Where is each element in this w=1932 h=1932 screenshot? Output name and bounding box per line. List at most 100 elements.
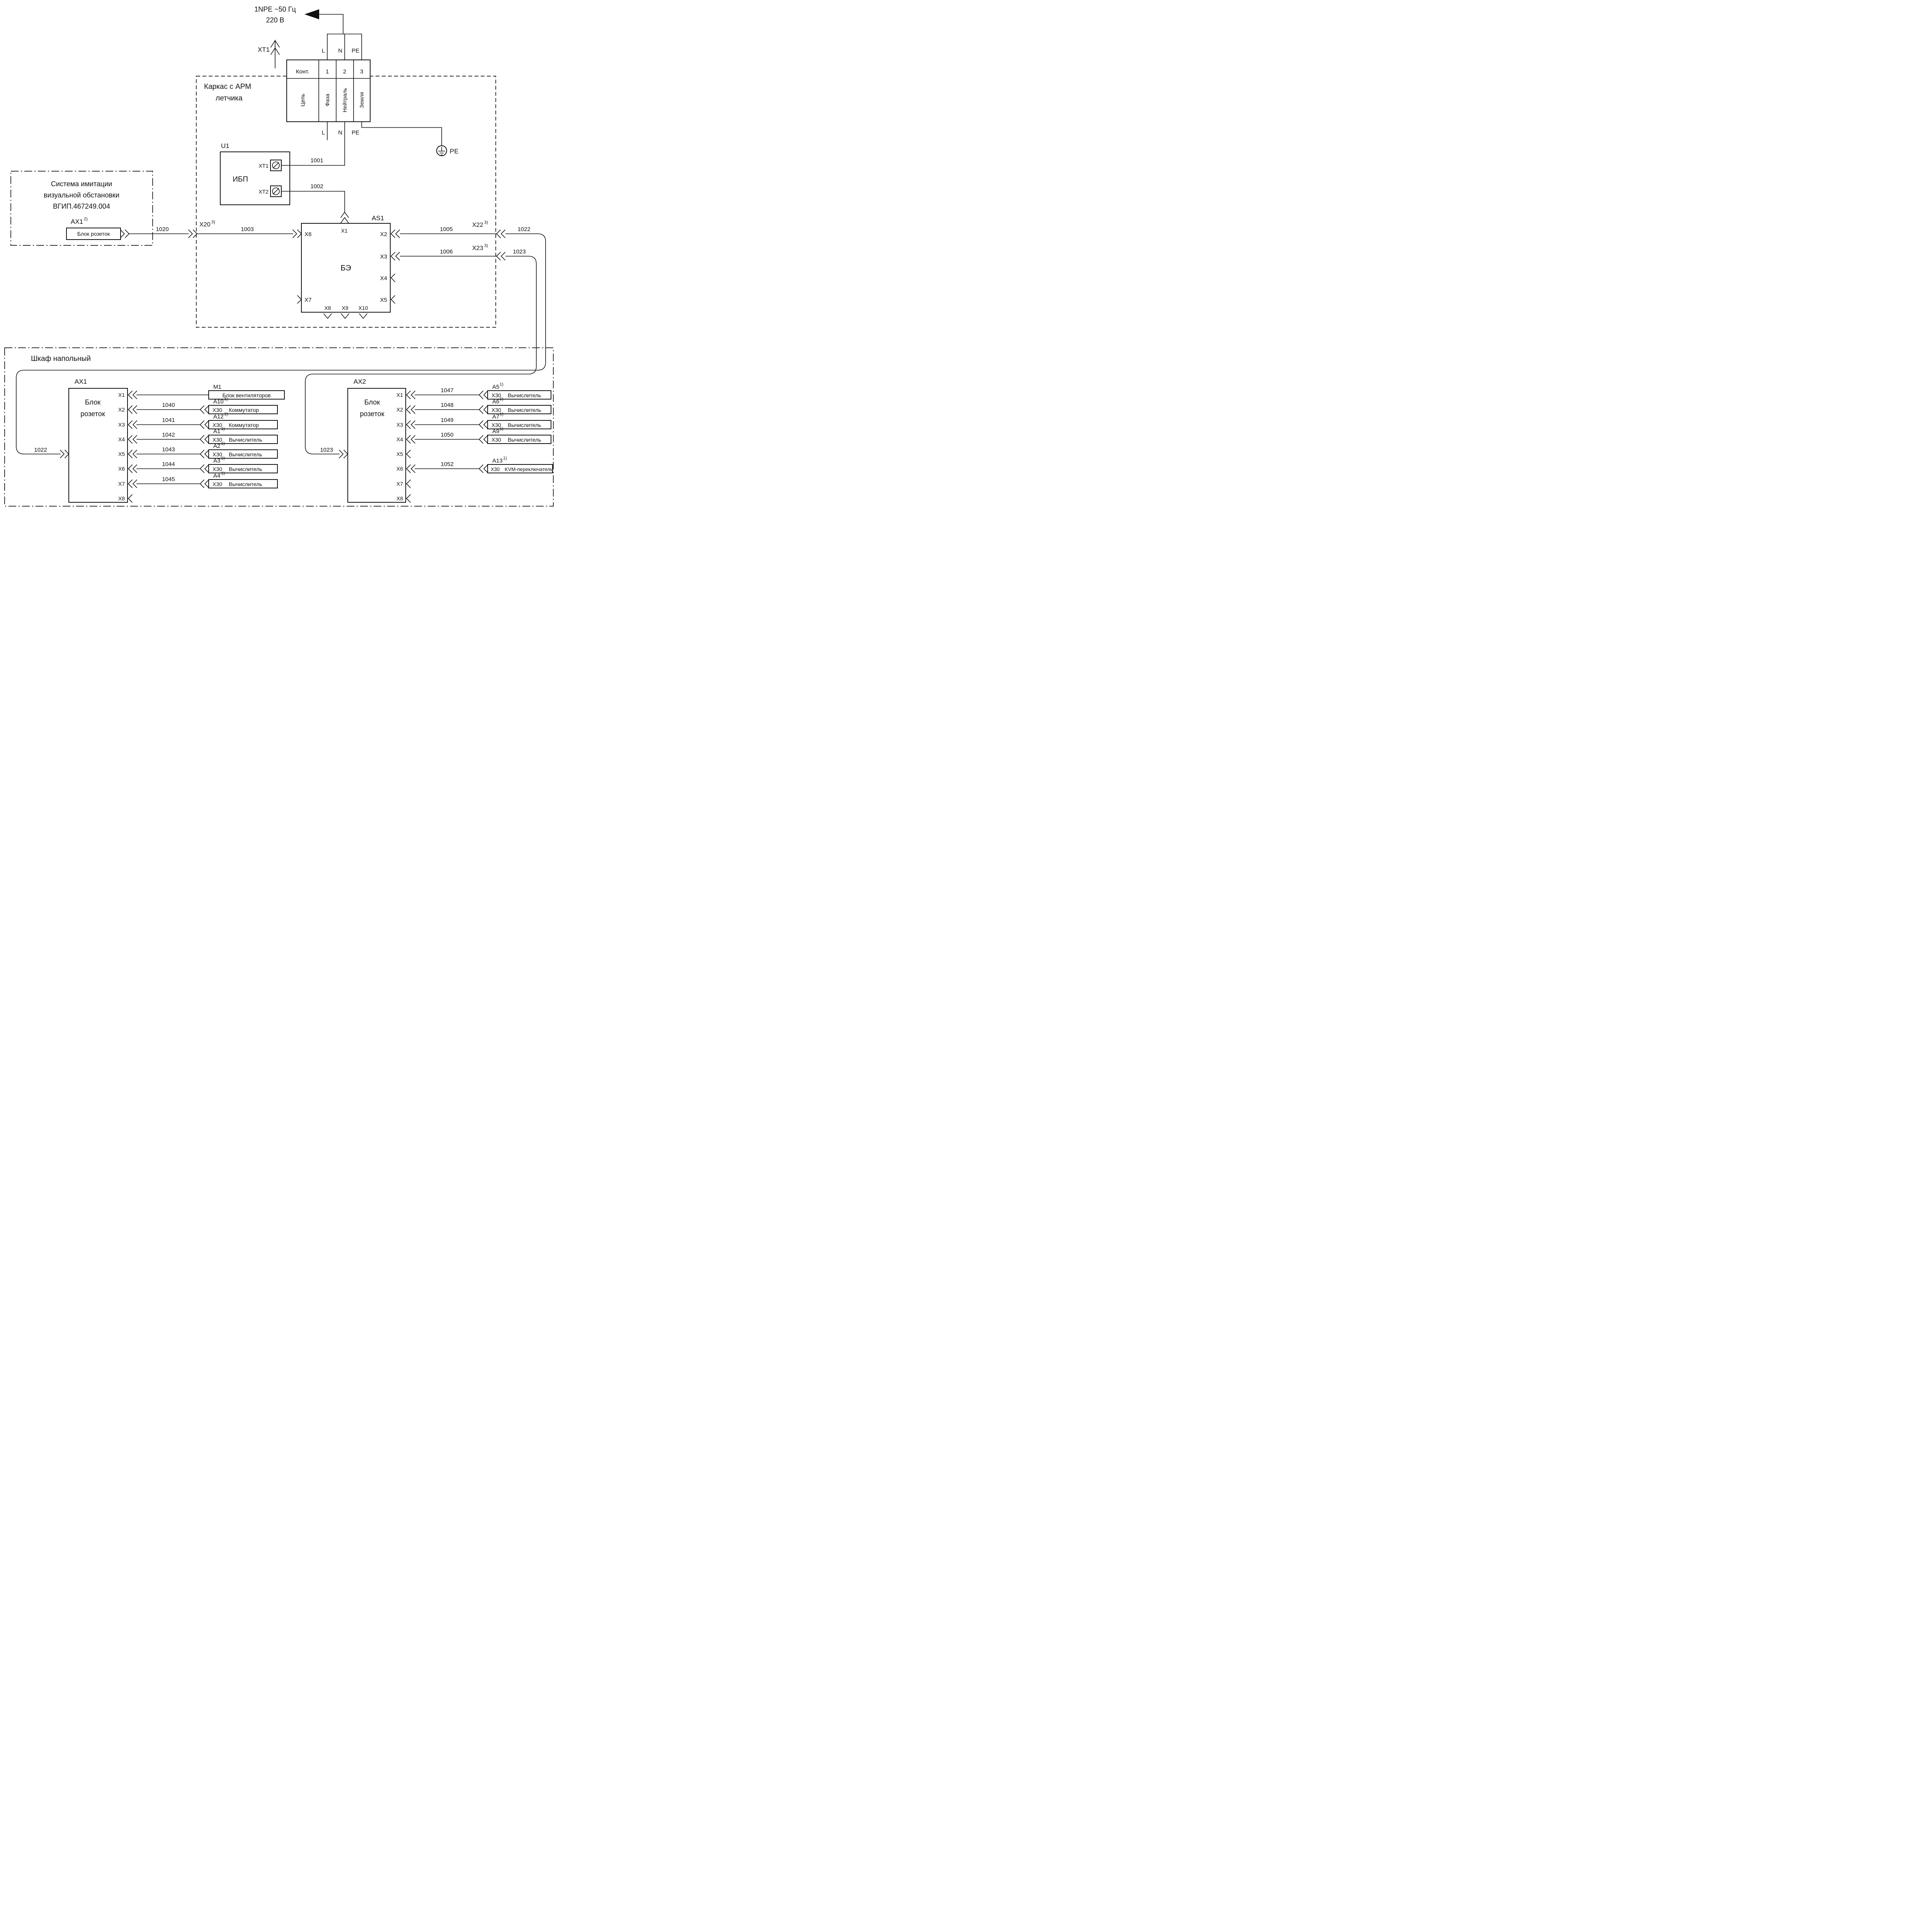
ax1-row3-wire-label: 1042 (162, 432, 175, 438)
ax2-row3-device-label: Вычислитель (508, 437, 541, 443)
ax1-row4-device-port: X30 (213, 451, 222, 457)
ax1-row3-device-label: Вычислитель (229, 437, 262, 443)
sim-ax1-ref: AX1 (71, 218, 83, 225)
ax1-row0-device-ref: M1 (213, 384, 221, 390)
be-port-x6-connector-icon (292, 229, 302, 238)
cabinet-title: Шкаф напольный (31, 355, 91, 363)
ups-unit: U1 ИБП XT1 XT2 1001 1002 (220, 121, 345, 212)
pin-label-l-top: L (322, 48, 325, 54)
ax2-row3-device-ref: A9 (492, 428, 499, 435)
cabinet-ax2-block: AX2 Блок розеток X1 X2 X3 X4 X5 X6 X7 X8… (320, 378, 416, 503)
ax1-port-x7-connector-icon (128, 479, 138, 488)
ax1-row5-device-connector-icon (199, 464, 209, 473)
ax1-port-x3-label: X3 (118, 422, 125, 428)
bulkhead-x23-connector-icon (496, 252, 506, 261)
be-port-x5-label: X5 (380, 297, 387, 303)
ax1-row2-device-label: Коммутатор (229, 422, 259, 428)
ax2-port-x1-connector-icon (406, 390, 416, 400)
wire-1022-line (16, 233, 546, 454)
power-rating-label: 1NPE ~50 Гц (254, 5, 296, 13)
be-port-x2-connector-icon (390, 229, 400, 238)
table-circuit-earth: Земля (359, 92, 365, 108)
be-port-x2-label: X2 (380, 231, 387, 238)
table-circuit-neutral: Нейтраль (342, 88, 348, 112)
ax1-row6-device-ref-sup: 1) (221, 471, 225, 476)
ax1-name-line1: Блок (85, 398, 100, 406)
bulkhead-x20-sup: 3) (211, 220, 215, 224)
ax2-row1-device-connector-icon (478, 405, 488, 414)
ax2-name-line1: Блок (364, 398, 380, 406)
ax2-row1-wire-label: 1048 (440, 402, 453, 408)
power-feed: 1NPE ~50 Гц 220 В L N PE (254, 5, 362, 60)
ax2-port-x1-label: X1 (396, 392, 403, 398)
ax2-port-x3-label: X3 (396, 422, 403, 428)
wire-1001-label: 1001 (310, 157, 323, 164)
ax2-name-line2: розеток (360, 410, 384, 418)
table-circuit-phase: Фаза (324, 94, 330, 107)
ax1-row1-device-label: Коммутатор (229, 407, 259, 413)
ax2-row2-device-box (487, 420, 551, 429)
ups-ref: U1 (221, 142, 230, 150)
bulkhead-x22-label: X22 (472, 222, 483, 228)
ax1-device-rows: M1 Блок вентиляторов 1040 A10 1) X30 Ком… (136, 384, 285, 488)
ground-icon (438, 147, 445, 155)
ax2-port-x7-connector-icon (406, 479, 411, 488)
ax2-row4-device-label: KVM-переключатель (505, 466, 553, 472)
ax2-row4-wire-label: 1052 (440, 461, 453, 468)
ax2-row0-device-label: Вычислитель (508, 392, 541, 398)
ax2-row3-device-connector-icon (478, 435, 488, 444)
ax2-port-x2-connector-icon (406, 405, 416, 414)
ups-term1-contact-icon (272, 162, 280, 169)
ax2-row4-device-connector-icon (478, 464, 488, 473)
sim-title-line1: Система имитации (51, 180, 112, 188)
ax1-ref: AX1 (75, 378, 87, 385)
power-feed-lines (319, 14, 362, 60)
power-arrow-icon (304, 9, 319, 19)
ax2-port-x4-label: X4 (396, 436, 403, 442)
ax2-row2-device-connector-icon (478, 420, 488, 429)
ax1-row2-wire-label: 1041 (162, 417, 175, 423)
ax1-row4-device-box (208, 449, 278, 459)
be-port-x1-connector-icon (340, 211, 349, 224)
ax1-port-x2-connector-icon (128, 405, 138, 414)
ax1-row6-device-ref: A4 (213, 473, 220, 479)
ax2-row4-device-port: X30 (491, 466, 500, 472)
ax1-row3-device-ref: A1 (213, 428, 220, 435)
be-port-x6-label: X6 (304, 231, 311, 238)
wire-1003-label: 1003 (241, 226, 253, 233)
bulkhead-x22-sup: 3) (484, 220, 488, 225)
ax1-port-x3-connector-icon (128, 420, 138, 429)
ax1-port-x8-connector-icon (128, 494, 133, 503)
ax1-row1-device-ref-sup: 1) (224, 397, 228, 401)
cabinet-border (4, 347, 554, 507)
ax2-row2-device-port: X30 (492, 422, 501, 428)
frame-title-line2: летчика (216, 94, 243, 102)
be-port-x8-label: X8 (324, 305, 331, 311)
sim-system-box: Система имитации визуальной обстановки В… (10, 171, 153, 246)
ax1-row1-device-ref: A10 (213, 398, 224, 405)
pin-label-pe-top: PE (352, 48, 359, 54)
bulkhead-x22-connector-icon (496, 229, 506, 238)
ax1-feed-wire-label: 1022 (34, 447, 47, 453)
ax1-port-x5-label: X5 (118, 451, 125, 457)
terminal-strip-icon (270, 40, 280, 68)
ax2-device-rows: 1047 A5 1) X30 Вычислитель 1048 A6 1) X3… (415, 382, 553, 473)
be-box (301, 223, 391, 313)
cabinet-ax1-block: AX1 Блок розеток X1 X2 X3 X4 X5 X6 X7 X8… (34, 378, 138, 503)
table-header-kont: Конт. (296, 68, 310, 75)
ax1-port-x6-connector-icon (128, 464, 138, 473)
ax1-row5-device-box (208, 464, 278, 473)
ax1-row2-device-box (208, 420, 278, 429)
ax2-row3-device-port: X30 (492, 437, 501, 443)
be-name: БЭ (340, 264, 351, 272)
pe-ground: PE (436, 145, 459, 156)
ax1-row5-device-label: Вычислитель (229, 466, 262, 472)
ax2-row0-wire-label: 1047 (440, 387, 453, 394)
be-ref: AS1 (372, 214, 384, 222)
ax1-port-x5-connector-icon (128, 449, 138, 459)
ax1-row5-device-ref-sup: 1) (221, 456, 225, 461)
wire-1023-label: 1023 (513, 248, 526, 255)
right-wires: 1005 X22 3) 1022 1006 X23 3) 1023 (16, 220, 546, 454)
frame-title-line1: Каркас с АРМ (204, 83, 251, 91)
wire-1002-line (281, 191, 345, 212)
